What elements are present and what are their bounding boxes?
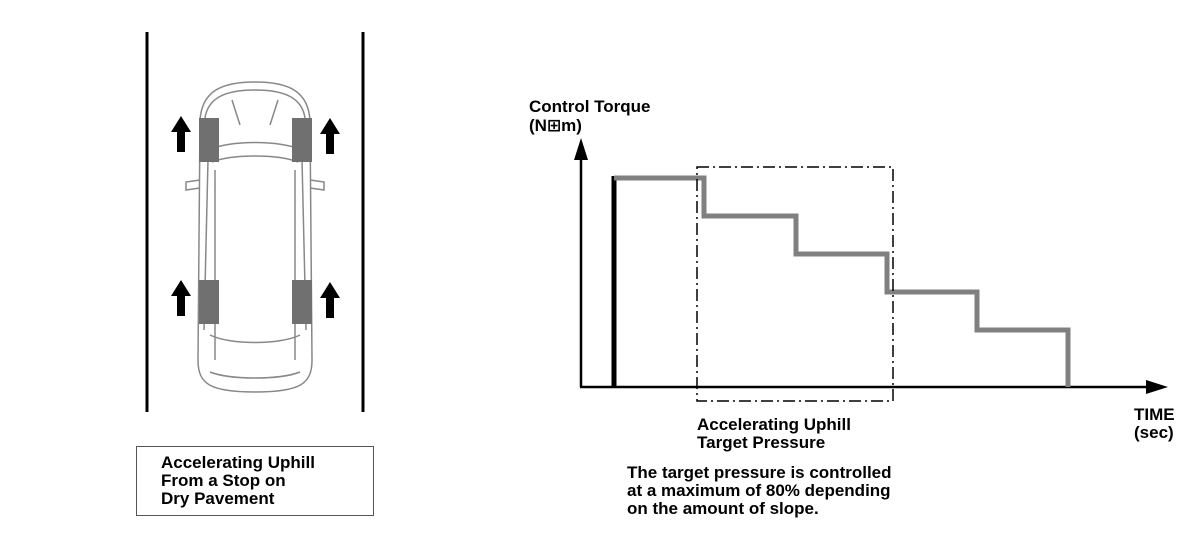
note-line-3: on the amount of slope. — [627, 499, 819, 518]
caption-line-2: From a Stop on — [161, 471, 286, 490]
caption-line-1: Accelerating Uphill — [161, 453, 315, 472]
front-left-tire — [199, 118, 219, 162]
y-axis-unit: (N⊞m) — [529, 116, 582, 135]
x-axis-unit: (sec) — [1134, 423, 1174, 442]
x-axis-title: TIME — [1134, 405, 1175, 424]
caption-line-3: Dry Pavement — [161, 489, 275, 508]
arrow-up-rear-right-icon — [320, 282, 340, 318]
caption-box: Accelerating Uphill From a Stop on Dry P… — [136, 446, 374, 516]
note-line-2: at a maximum of 80% depending — [627, 481, 891, 500]
target-pressure-box — [696, 166, 894, 402]
arrow-up-front-right-icon — [320, 118, 340, 154]
arrow-up-rear-left-icon — [171, 280, 191, 316]
torque-step-trace — [614, 175, 1071, 387]
arrow-up-front-left-icon — [171, 116, 191, 152]
box-label-line-2: Target Pressure — [697, 433, 826, 452]
rear-left-tire — [199, 280, 219, 324]
rear-right-tire — [292, 280, 312, 324]
y-axis-title: Control Torque — [529, 97, 651, 116]
note-line-1: The target pressure is controlled — [627, 463, 892, 482]
front-right-tire — [292, 118, 312, 162]
y-axis-arrowhead — [574, 138, 588, 160]
x-axis-arrowhead — [1146, 380, 1168, 394]
box-label-line-1: Accelerating Uphill — [697, 415, 851, 434]
